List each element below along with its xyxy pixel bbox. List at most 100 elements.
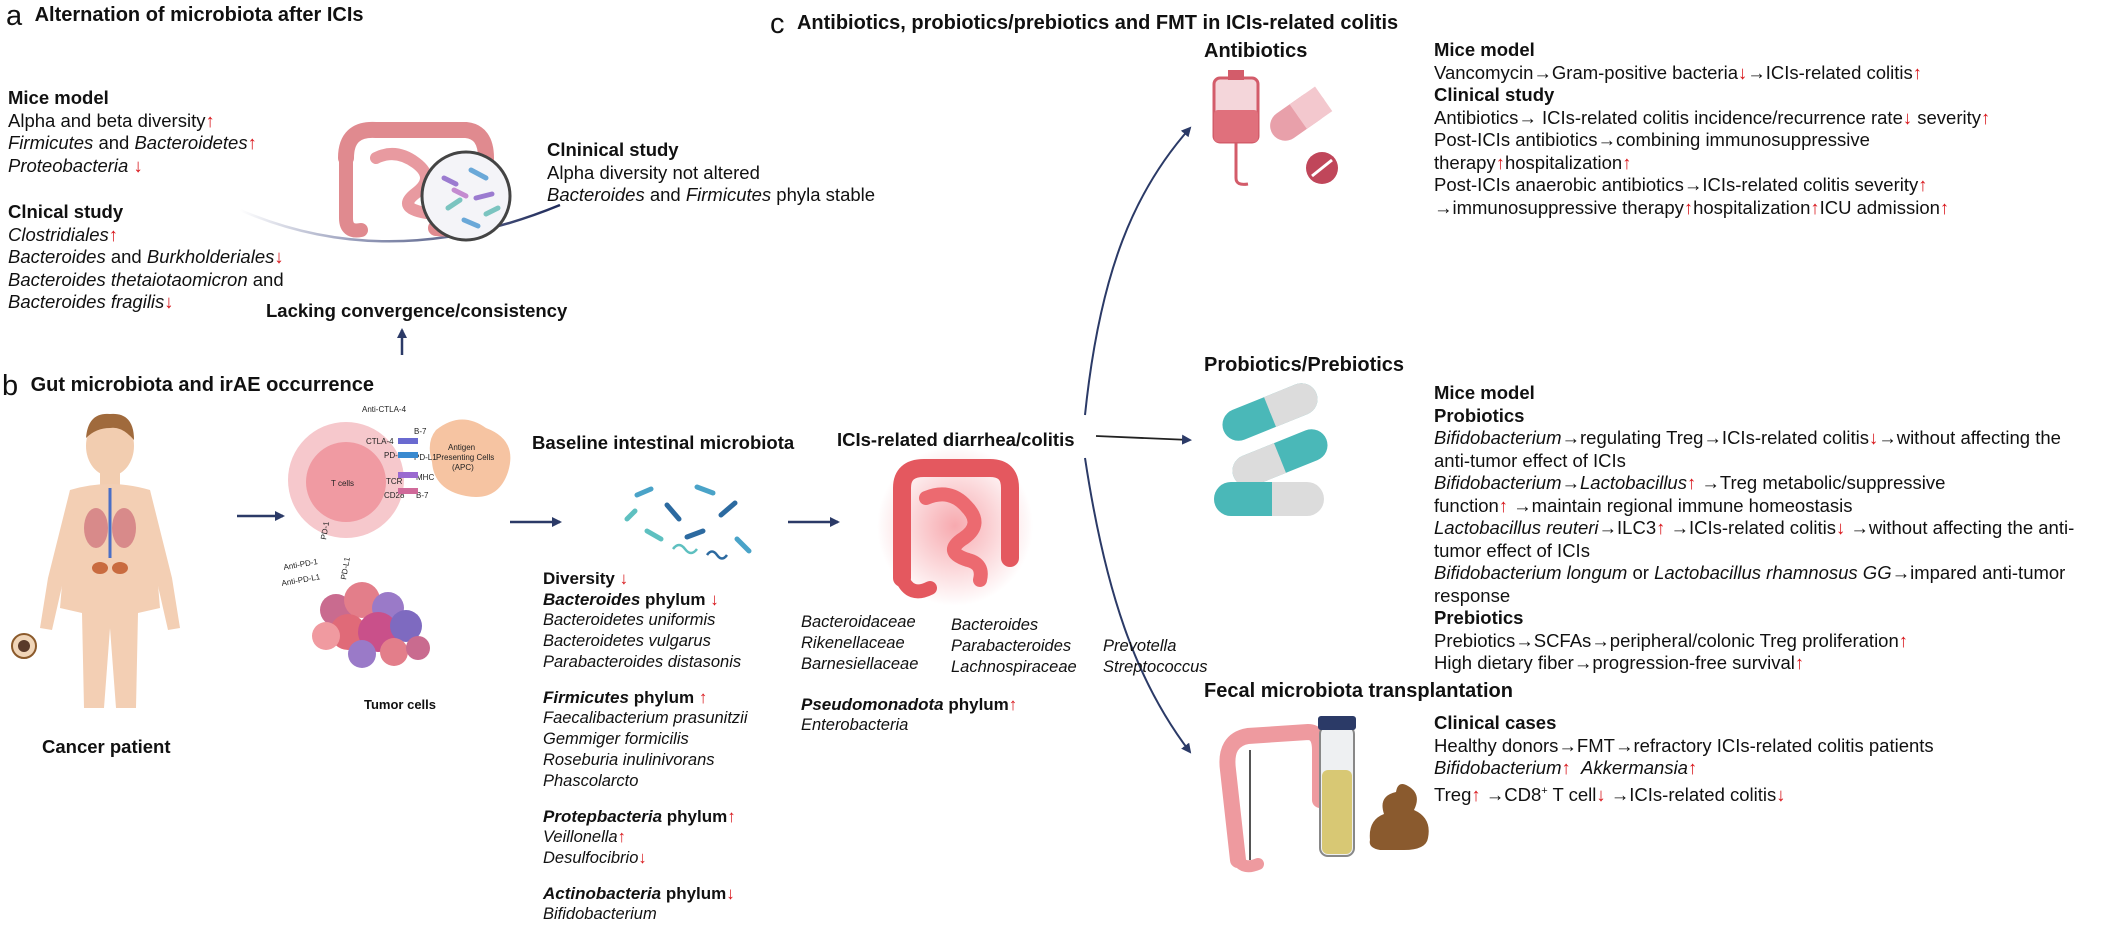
pb-p3b: → bbox=[1561, 472, 1581, 493]
fmt-f3d: →ICIs-related colitis bbox=[1605, 783, 1777, 805]
fmt-text: Clinical cases Healthy donors→FMT→refrac… bbox=[1434, 712, 1934, 806]
bacteroides-phylum: phylum bbox=[640, 590, 711, 609]
pseudomonadota-label: Pseudomonadota bbox=[801, 695, 944, 714]
col1-item-1: Bacteroidaceae bbox=[801, 613, 916, 631]
pb-p8: response bbox=[1434, 584, 1511, 606]
clin-line-1: Clostridiales bbox=[8, 223, 109, 245]
fmt-f3sup: + bbox=[1541, 784, 1548, 797]
col3-item-1: Prevotella bbox=[1103, 637, 1177, 655]
up-arrow-icon: ↑ bbox=[1810, 196, 1820, 218]
up-arrow-icon: ↑ bbox=[698, 688, 708, 707]
up-arrow-icon: ↑ bbox=[205, 109, 215, 131]
ab-clin-heading: Clinical study bbox=[1434, 84, 1555, 105]
pb-p1b: →regulating Treg→ICIs-related colitis bbox=[1561, 427, 1869, 448]
pdl1-label: PD-L1 bbox=[414, 453, 437, 462]
up-arrow-icon: ↑ bbox=[1686, 472, 1697, 493]
up-arrow-icon: ↑ bbox=[108, 223, 119, 245]
panel-b-letter: b bbox=[2, 370, 19, 402]
clin-line-3b: and bbox=[247, 268, 284, 290]
panel-b-title: Gut microbiota and irAE occurrence bbox=[30, 374, 375, 396]
pd1-label: PD-1 bbox=[384, 451, 403, 460]
patient-figure-icon bbox=[11, 413, 180, 708]
panel-c: c Antibiotics, probiotics/prebiotics and… bbox=[770, 8, 1398, 41]
clin2-line-2c: Firmicutes bbox=[685, 184, 772, 205]
up-arrow-icon: ↑ bbox=[1687, 757, 1698, 778]
anti-pd1-label: Anti-PD-1 bbox=[283, 557, 319, 572]
up-arrow-icon: ↑ bbox=[1898, 629, 1909, 651]
fmt-f1: Healthy donors→FMT→refractory ICIs-relat… bbox=[1434, 734, 1934, 756]
clin-line-2c: Burkholderiales bbox=[146, 246, 275, 267]
down-arrow-icon: ↓ bbox=[1596, 783, 1606, 805]
firm-item-2: Gemmiger formicilis bbox=[543, 730, 689, 748]
panel-b: b Gut microbiota and irAE occurrence bbox=[2, 370, 374, 403]
inflamed-intestine-icon bbox=[877, 446, 1033, 606]
mice-line-3: Proteobacteria bbox=[8, 154, 134, 176]
bact-item-3: Parabacteroides distasonis bbox=[543, 653, 742, 671]
tcr-label: TCR bbox=[386, 477, 403, 486]
pb-p7c: Lactobacillus rhamnosus GG bbox=[1654, 562, 1892, 583]
colitis-col2: Bacteroides Parabacteroides Lachnospirac… bbox=[951, 615, 1077, 678]
pb-p5c: →ICIs-related colitis bbox=[1665, 517, 1837, 538]
pb-mice-heading: Mice model bbox=[1434, 382, 1535, 403]
colitis-pseudo: Pseudomonadota phylum↑ Enterobacteria bbox=[801, 694, 1017, 736]
col1-item-2: Rikenellaceae bbox=[801, 634, 905, 652]
clinical2-heading: Clninical study bbox=[547, 139, 679, 160]
col3-item-2: Streptococcus bbox=[1103, 658, 1208, 676]
panel-a-clinical2-block: Clninical study Alpha diversity not alte… bbox=[547, 139, 875, 207]
clin-line-3a: Bacteroides thetaiotaomicron bbox=[8, 268, 248, 290]
down-arrow-icon: ↓ bbox=[710, 590, 719, 609]
down-arrow-icon: ↓ bbox=[1836, 517, 1846, 538]
up-arrow-icon: ↑ bbox=[1561, 757, 1571, 778]
fmt-f3b: →CD8 bbox=[1480, 783, 1542, 805]
ab-l5a: →immunosuppressive therapy bbox=[1434, 196, 1684, 218]
down-arrow-icon: ↓ bbox=[726, 884, 735, 903]
fmt-f2a: Bifidobacterium bbox=[1434, 757, 1562, 778]
firm-item-1: Faecalibacterium prasunitzii bbox=[543, 709, 748, 727]
panel-a: a Alternation of microbiota after ICIs bbox=[6, 0, 364, 33]
mice-line-2c: Bacteroidetes bbox=[134, 132, 248, 153]
down-arrow-icon: ↓ bbox=[619, 569, 629, 588]
pb-p1c: →without affecting the bbox=[1878, 427, 2061, 448]
col1-item-3: Barnesiellaceae bbox=[801, 655, 919, 673]
panel-a-title: Alternation of microbiota after ICIs bbox=[34, 4, 364, 26]
panel-a-curve bbox=[239, 203, 561, 243]
ab-l1b: severity bbox=[1912, 106, 1981, 128]
b7-label-b: B-7 bbox=[416, 491, 429, 500]
pb-p7a: Bifidobacterium longum bbox=[1434, 562, 1628, 583]
up-arrow-icon: ↑ bbox=[617, 828, 626, 846]
prot-item-1: Veillonella bbox=[543, 828, 618, 846]
ab-mice-1a: Vancomycin→Gram-positive bacteria bbox=[1434, 61, 1738, 83]
capsules-icon bbox=[1214, 383, 1328, 516]
fmt-clin-heading: Clinical cases bbox=[1434, 712, 1557, 733]
ab-l5b: hospitalization bbox=[1693, 196, 1811, 218]
up-arrow-icon: ↑ bbox=[1008, 695, 1018, 714]
baseline-list: Diversity ↓ Bacteroides phylum ↓ Bactero… bbox=[543, 568, 748, 925]
col2-item-3: Lachnospiraceae bbox=[951, 658, 1077, 676]
clin-line-2b: and bbox=[105, 246, 147, 267]
panel-c-title: Antibiotics, probiotics/prebiotics and F… bbox=[796, 12, 1399, 34]
fmt-f2b: Akkermansia bbox=[1581, 757, 1688, 778]
arc-to-fmt bbox=[1084, 457, 1192, 754]
pb-pre-heading: Prebiotics bbox=[1434, 607, 1524, 628]
up-arrow-icon: ↑ bbox=[1918, 174, 1928, 195]
firmicutes-label: Firmicutes bbox=[543, 688, 629, 707]
arc-to-antibiotics bbox=[1084, 126, 1192, 416]
antibiotics-title: Antibiotics bbox=[1204, 40, 1308, 62]
up-arrow-icon: ↑ bbox=[1981, 106, 1991, 128]
pb-p5a: Lactobacillus reuteri bbox=[1434, 517, 1599, 538]
bact-item-2: Bacteroidetes vulgarus bbox=[543, 632, 711, 650]
pb-p5b: →ILC3 bbox=[1598, 517, 1657, 538]
pb-p5d: →without affecting the anti- bbox=[1845, 517, 2075, 538]
up-arrow-icon: ↑ bbox=[1622, 151, 1632, 173]
panel-a-conclusion: Lacking convergence/consistency bbox=[266, 300, 568, 321]
up-arrow-icon: ↑ bbox=[1471, 783, 1481, 805]
probiotics-text: Mice model Probiotics Bifidobacterium→re… bbox=[1434, 382, 2074, 675]
col2-item-2: Parabacteroides bbox=[951, 637, 1072, 655]
anti-ctla4-label: Anti-CTLA-4 bbox=[362, 405, 407, 414]
ab-mice-1b: →ICIs-related colitis bbox=[1747, 61, 1913, 83]
apc-label-1: Antigen bbox=[448, 443, 475, 452]
down-arrow-icon: ↓ bbox=[1776, 783, 1786, 805]
probiotics-title: Probiotics/Prebiotics bbox=[1204, 354, 1405, 376]
